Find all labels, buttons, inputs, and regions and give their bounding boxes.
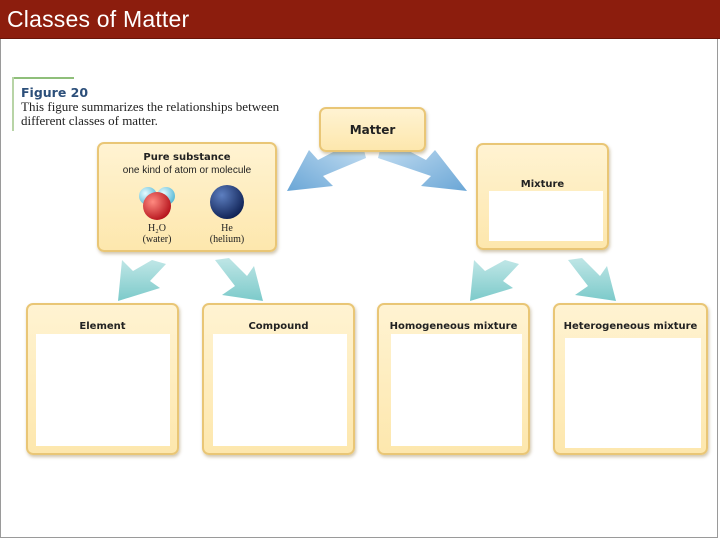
compound-blank-area — [213, 334, 347, 446]
slide-title: Classes of Matter — [7, 6, 190, 32]
water-name: (water) — [142, 234, 172, 245]
node-label-heterogeneous: Heterogeneous mixture — [563, 321, 698, 332]
arrow-matter-to-pure — [287, 140, 366, 191]
arrow-mixture-to-heterogeneous — [568, 258, 616, 301]
homogeneous-blank-area — [391, 334, 522, 446]
node-label-element: Element — [79, 321, 126, 332]
figure-description: This figure summarizes the relationships… — [21, 99, 280, 128]
arrow-pure-to-compound — [215, 258, 263, 301]
node-mixture: Mixture — [476, 143, 609, 250]
water-formula: H₂O — [148, 223, 166, 234]
figure-label: Figure 20 — [21, 85, 89, 100]
arrow-pure-to-element — [118, 260, 166, 301]
arrow-mixture-to-homogeneous — [470, 260, 519, 301]
node-label-pure-substance: Pure substance — [143, 152, 231, 163]
node-matter: Matter — [319, 107, 426, 152]
node-label-mixture: Mixture — [520, 179, 565, 190]
node-heterogeneous-mixture: Heterogeneous mixture — [553, 303, 708, 455]
node-label-matter: Matter — [349, 123, 396, 137]
caption-side-rule — [12, 77, 14, 131]
node-label-homogeneous: Homogeneous mixture — [389, 321, 518, 332]
water-molecule-icon — [139, 187, 175, 220]
caption-rule — [12, 77, 74, 79]
element-blank-area — [36, 334, 170, 446]
helium-name: (helium) — [209, 234, 245, 245]
heterogeneous-blank-area — [565, 338, 701, 448]
title-bar: Classes of Matter — [0, 0, 720, 39]
node-compound: Compound — [202, 303, 355, 455]
helium-formula: He — [221, 223, 233, 234]
node-homogeneous-mixture: Homogeneous mixture — [377, 303, 530, 455]
molecule-illustrations — [139, 185, 244, 220]
node-label-compound: Compound — [248, 321, 309, 332]
helium-atom-icon — [210, 185, 244, 219]
node-subtitle-pure-substance: one kind of atom or molecule — [122, 165, 252, 176]
node-pure-substance: Pure substance one kind of atom or molec… — [97, 142, 277, 252]
example-water: H₂O (water) — [127, 223, 187, 245]
arrow-matter-to-mixture — [378, 140, 467, 191]
node-element: Element — [26, 303, 179, 455]
mixture-blank-area — [489, 191, 603, 241]
example-helium: He (helium) — [197, 223, 257, 245]
